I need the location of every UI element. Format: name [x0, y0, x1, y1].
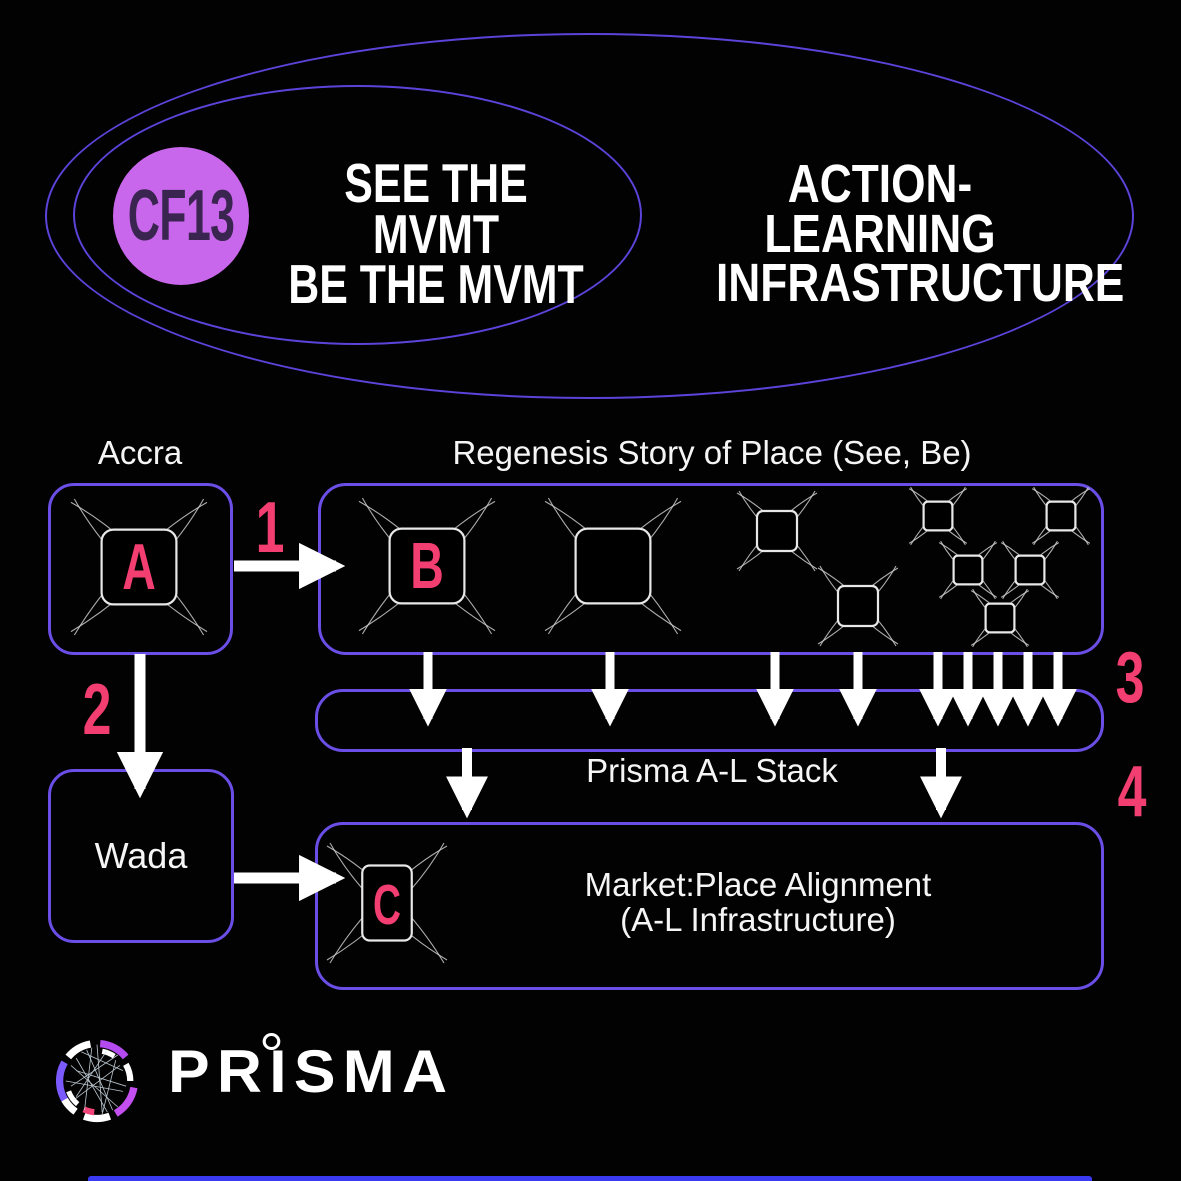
step-4: 4 [1117, 752, 1147, 832]
node-b: B [358, 497, 496, 635]
title-line-2: INFRASTRUCTURE [716, 253, 1125, 314]
tagline: SEE THE MVMT BE THE MVMT [280, 152, 592, 316]
step-3: 3 [1115, 638, 1145, 718]
tagline-line-2: BE THE MVMT [288, 253, 584, 316]
node-c-letter: C [373, 874, 401, 937]
inner-ellipse [73, 85, 642, 345]
accra-box [48, 483, 233, 655]
node-small-4 [1000, 540, 1060, 600]
wada-box: Wada [48, 769, 234, 943]
node-small-5 [970, 588, 1030, 648]
tagline-line-1: SEE THE MVMT [344, 152, 528, 265]
step-1: 1 [255, 488, 285, 568]
node-medium-2 [817, 565, 899, 647]
node-small-2 [1031, 486, 1091, 546]
wada-label: Wada [94, 835, 188, 876]
cf13-badge: CF13 [113, 147, 249, 285]
prisma-wordmark: PRISMA [168, 1033, 454, 1102]
stack-label: Prisma A-L Stack [586, 752, 838, 789]
node-empty-large [544, 497, 682, 635]
accra-label: Accra [97, 434, 183, 471]
market-label-line-2: (A-L Infrastructure) [620, 900, 896, 938]
regenesis-label: Regenesis Story of Place (See, Be) [452, 434, 972, 471]
node-small-1 [908, 486, 968, 546]
node-medium-1 [736, 490, 818, 572]
page-title: ACTION-LEARNING INFRASTRUCTURE [716, 154, 1125, 314]
brand-text: PRISMA [168, 1038, 455, 1105]
outer-ellipse [45, 33, 1134, 399]
node-b-letter: B [410, 530, 444, 602]
node-c: C [326, 842, 448, 964]
stack-box [315, 689, 1104, 752]
node-a-letter: A [122, 531, 156, 603]
bottom-accent-bar [88, 1176, 1092, 1181]
title-line-1: ACTION-LEARNING [764, 154, 996, 264]
wordmark-i-ring-icon [262, 1033, 281, 1050]
node-small-3 [938, 540, 998, 600]
logo-web-lines [65, 1044, 127, 1115]
prisma-logo-icon [55, 1040, 138, 1123]
market-label: Market:Place Alignment (A-L Infrastructu… [458, 866, 1058, 938]
market-box [315, 822, 1104, 990]
step-2: 2 [82, 670, 112, 750]
cf13-badge-label: CF13 [127, 176, 235, 256]
market-label-line-1: Market:Place Alignment [584, 866, 932, 903]
node-a: A [70, 498, 208, 636]
